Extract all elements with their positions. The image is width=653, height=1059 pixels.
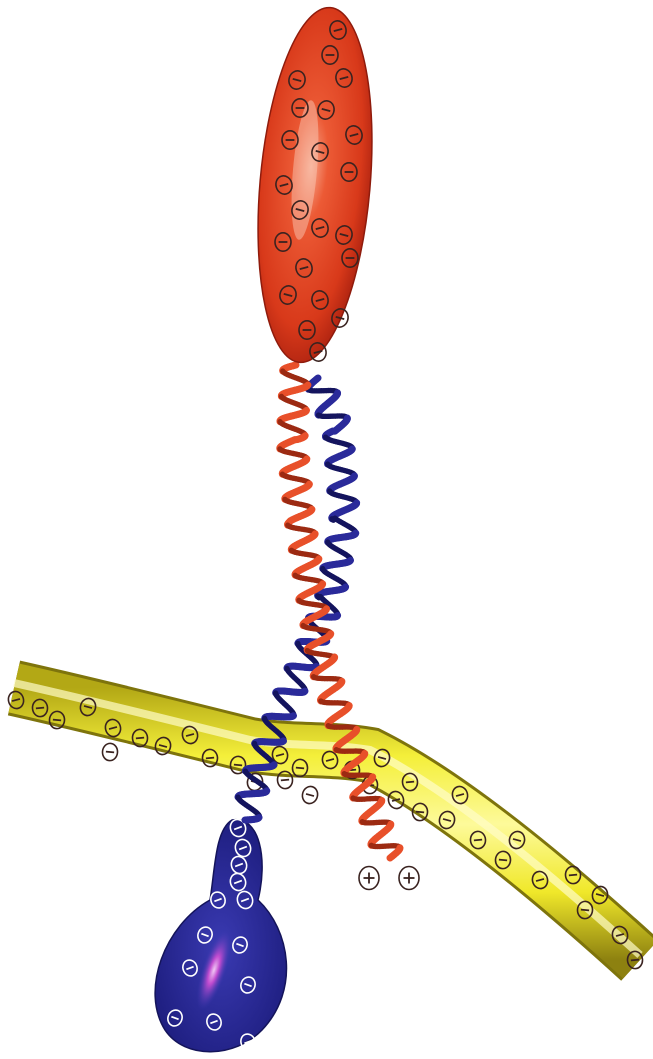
positive-charges bbox=[359, 867, 419, 890]
positive-charge-icon bbox=[399, 867, 419, 890]
negative-charge-icon bbox=[102, 743, 118, 761]
negative-charge-icon bbox=[301, 785, 320, 806]
red-ellipsoid-domain bbox=[245, 3, 386, 367]
positive-charge-icon bbox=[359, 867, 379, 890]
blue-ellipsoid-domain bbox=[155, 817, 286, 1052]
